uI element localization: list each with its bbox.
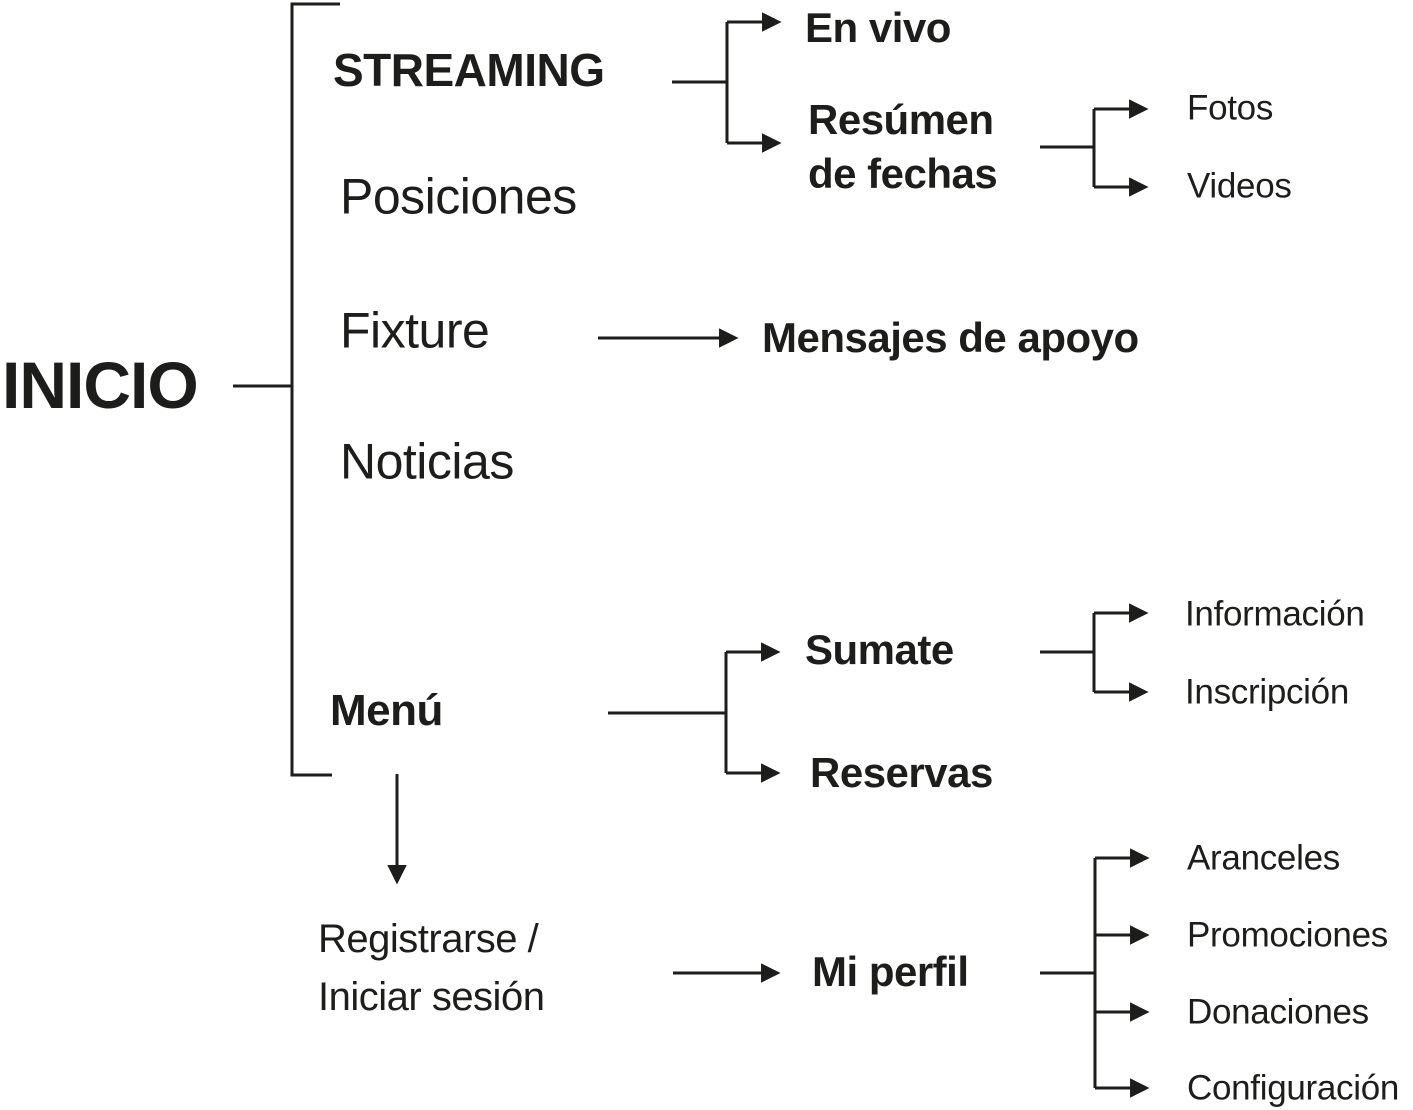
node-videos: Videos — [1187, 166, 1292, 206]
node-registrarse-iniciar-sesion: Registrarse / Iniciar sesión — [318, 917, 545, 1019]
node-mensajes-de-apoyo: Mensajes de apoyo — [762, 314, 1139, 362]
node-fotos: Fotos — [1187, 88, 1274, 128]
node-reservas: Reservas — [810, 749, 993, 797]
node-donaciones: Donaciones — [1187, 992, 1369, 1032]
bracket-main-menu — [290, 2, 340, 777]
node-mi-perfil: Mi perfil — [812, 948, 969, 996]
node-informacion: Información — [1185, 594, 1365, 634]
node-noticias: Noticias — [340, 433, 514, 490]
node-en-vivo: En vivo — [805, 4, 951, 52]
node-promociones: Promociones — [1187, 915, 1388, 955]
node-posiciones: Posiciones — [340, 168, 577, 225]
node-sumate: Sumate — [805, 626, 954, 674]
node-fixture: Fixture — [340, 302, 490, 359]
node-streaming: STREAMING — [333, 43, 605, 96]
node-inicio: INICIO — [2, 348, 199, 423]
node-configuracion: Configuración — [1187, 1068, 1400, 1108]
node-resumen-de-fechas: Resúmen de fechas — [808, 96, 998, 197]
node-aranceles: Aranceles — [1187, 838, 1340, 878]
node-inscripcion: Inscripción — [1185, 672, 1349, 712]
node-menu: Menú — [330, 686, 443, 736]
